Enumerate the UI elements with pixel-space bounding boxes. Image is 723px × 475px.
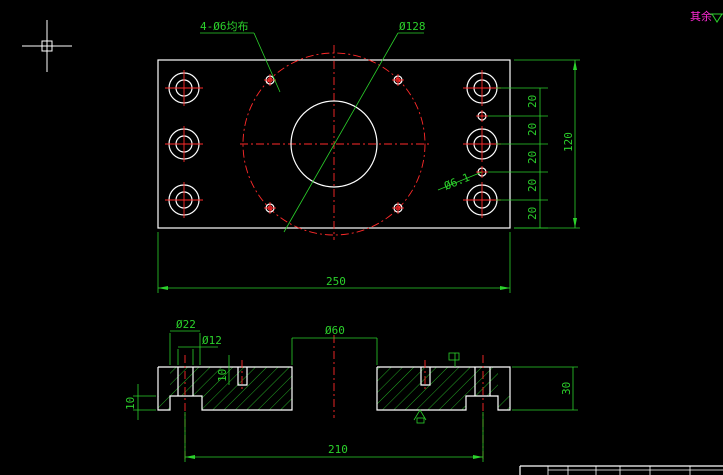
through-hole-dia-label: Ø12 <box>202 334 222 347</box>
row-spacing-label: 20 <box>526 95 539 108</box>
bolt-hole <box>264 74 276 86</box>
counterbore-hole-left-1 <box>165 70 203 106</box>
bolt-hole <box>392 74 404 86</box>
roughness-symbol-icon <box>448 352 460 367</box>
center-bore <box>290 100 378 188</box>
counterbore-hole-left-2 <box>165 126 203 162</box>
row-spacing-label: 20 <box>526 123 539 136</box>
section-hatch <box>170 367 498 410</box>
center-bore-dia-label: Ø60 <box>325 324 345 337</box>
hole-pattern-note: 4-Ø6均布 <box>200 20 249 33</box>
top-view <box>157 45 511 240</box>
counterbore-hole-left-3 <box>165 182 203 218</box>
title-block <box>519 465 723 475</box>
overall-width-label: 250 <box>326 275 346 288</box>
row-spacing-label: 20 <box>526 207 539 220</box>
counterbore-hole-right-2 <box>463 126 501 162</box>
counterbore-dia-label: Ø22 <box>176 318 196 331</box>
section-view <box>157 335 511 460</box>
bolt-hole <box>392 202 404 214</box>
top-view-dimensions: 4-Ø6均布 Ø128 Ø6.1 250 120 20 20 20 20 <box>157 20 580 293</box>
bolt-circle-dia-label: Ø128 <box>399 20 426 33</box>
row-spacing-label: 20 <box>526 151 539 164</box>
row-spacing-label: 20 <box>526 179 539 192</box>
bolt-circle <box>242 52 426 236</box>
corner-note: 其余 <box>690 9 712 23</box>
thickness-label: 30 <box>560 382 573 395</box>
hole-span-label: 210 <box>328 443 348 456</box>
counterbore-depth-label: 10 <box>124 397 137 410</box>
overall-height-label: 120 <box>562 132 575 152</box>
bolt-hole <box>264 202 276 214</box>
surface-roughness-icon <box>710 13 723 23</box>
counterbore-hole-right-1 <box>463 70 501 106</box>
slot-depth-label: 10 <box>216 369 229 382</box>
roughness-symbol-icon <box>413 409 427 424</box>
small-hole-dia-label: Ø6.1 <box>442 171 471 193</box>
small-hole <box>476 110 488 122</box>
counterbore-hole-right-3 <box>463 182 501 218</box>
crosshair-cursor-icon <box>22 20 72 72</box>
section-view-dimensions: Ø22 Ø12 Ø60 10 10 30 210 <box>124 318 578 462</box>
